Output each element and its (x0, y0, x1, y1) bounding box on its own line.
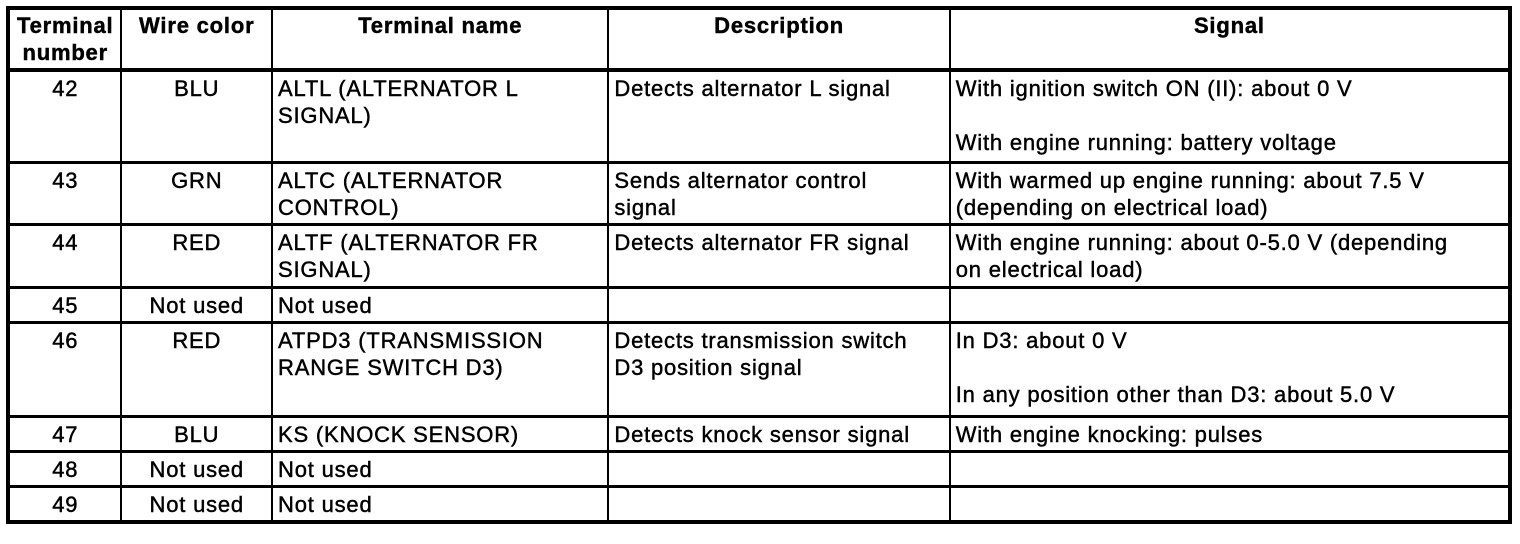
wire-color-cell: GRN (120, 160, 274, 226)
table-row-terminal-47: 47 BLU KS (KNOCK SENSOR) Detects knock s… (6, 414, 1512, 453)
column-header-wire-color: Wire color (120, 6, 274, 72)
wire-color-cell: RED (120, 222, 274, 289)
table-row-terminal-49: 49 Not used Not used (6, 484, 1512, 524)
description-cell: Sends alternator control signal (607, 160, 951, 226)
terminal-number-cell: 45 (6, 285, 123, 324)
terminal-number-cell: 43 (6, 160, 123, 226)
terminal-name-cell: Not used (271, 285, 610, 324)
terminal-name-cell: ALTF (ALTERNATOR FR SIGNAL) (271, 222, 610, 289)
terminal-name-cell: KS (KNOCK SENSOR) (271, 414, 610, 453)
header-row: Terminal number Wire color Terminal name… (6, 6, 1512, 72)
description-cell (607, 449, 951, 488)
table-row-terminal-44: 44 RED ALTF (ALTERNATOR FR SIGNAL) Detec… (6, 222, 1512, 289)
signal-cell (948, 449, 1512, 488)
column-header-terminal-name: Terminal name (271, 6, 610, 72)
terminal-name-cell: Not used (271, 484, 610, 524)
terminal-number-cell: 47 (6, 414, 123, 453)
wire-color-cell: BLU (120, 414, 274, 453)
signal-cell: In D3: about 0 V In any position other t… (948, 320, 1512, 418)
terminal-name-cell: ALTC (ALTERNATOR CONTROL) (271, 160, 610, 226)
table-body: 42 BLU ALTL (ALTERNATOR L SIGNAL) Detect… (6, 68, 1512, 524)
table-row-terminal-45: 45 Not used Not used (6, 285, 1512, 324)
terminal-name-cell: Not used (271, 449, 610, 488)
description-cell (607, 484, 951, 524)
terminal-number-cell: 49 (6, 484, 123, 524)
signal-cell: With warmed up engine running: about 7.5… (948, 160, 1512, 226)
wire-color-cell: Not used (120, 285, 274, 324)
wire-color-cell: BLU (120, 68, 274, 164)
description-cell: Detects alternator FR signal (607, 222, 951, 289)
column-header-signal: Signal (948, 6, 1512, 72)
description-cell (607, 285, 951, 324)
signal-cell: With engine running: about 0-5.0 V (depe… (948, 222, 1512, 289)
terminal-number-cell: 42 (6, 68, 123, 164)
document-page: Terminal number Wire color Terminal name… (6, 6, 1512, 524)
table-header: Terminal number Wire color Terminal name… (6, 6, 1512, 72)
column-header-terminal-number: Terminal number (6, 6, 123, 72)
table-row-terminal-42: 42 BLU ALTL (ALTERNATOR L SIGNAL) Detect… (6, 68, 1512, 164)
terminal-name-cell: ATPD3 (TRANSMISSION RANGE SWITCH D3) (271, 320, 610, 418)
table-row-terminal-46: 46 RED ATPD3 (TRANSMISSION RANGE SWITCH … (6, 320, 1512, 418)
wire-color-cell: Not used (120, 449, 274, 488)
description-cell: Detects transmission switch D3 position … (607, 320, 951, 418)
terminal-number-cell: 46 (6, 320, 123, 418)
table-row-terminal-48: 48 Not used Not used (6, 449, 1512, 488)
terminal-number-cell: 48 (6, 449, 123, 488)
terminal-pinout-table: Terminal number Wire color Terminal name… (6, 6, 1512, 524)
table-row-terminal-43: 43 GRN ALTC (ALTERNATOR CONTROL) Sends a… (6, 160, 1512, 226)
signal-cell: With engine knocking: pulses (948, 414, 1512, 453)
terminal-name-cell: ALTL (ALTERNATOR L SIGNAL) (271, 68, 610, 164)
signal-cell: With ignition switch ON (II): about 0 V … (948, 68, 1512, 164)
terminal-number-cell: 44 (6, 222, 123, 289)
signal-cell (948, 484, 1512, 524)
wire-color-cell: Not used (120, 484, 274, 524)
wire-color-cell: RED (120, 320, 274, 418)
description-cell: Detects alternator L signal (607, 68, 951, 164)
column-header-description: Description (607, 6, 951, 72)
description-cell: Detects knock sensor signal (607, 414, 951, 453)
signal-cell (948, 285, 1512, 324)
